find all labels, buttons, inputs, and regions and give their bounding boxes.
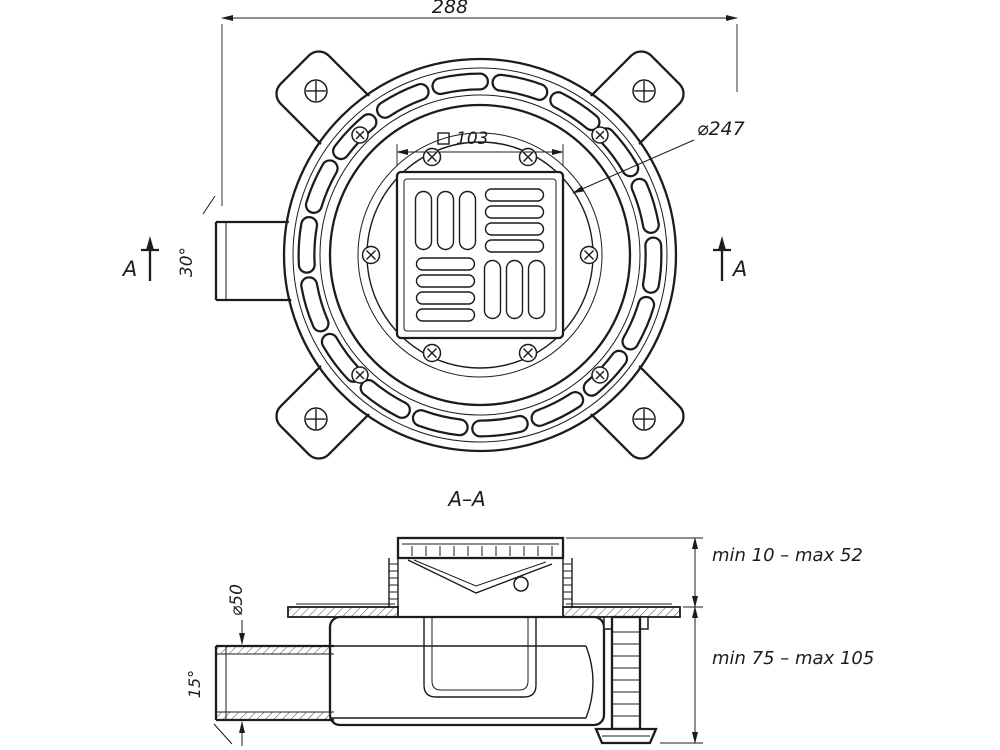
pipe-angle-15-label: 15° — [185, 670, 204, 698]
support-leg — [594, 615, 658, 745]
flange-circle-2 — [292, 67, 668, 443]
section-title: A–A — [446, 487, 485, 511]
flange-inner-bold-circle — [328, 103, 632, 407]
grate — [395, 170, 565, 340]
square-symbol — [437, 132, 450, 145]
dimension-body-height: min 75 – max 105 — [660, 606, 874, 744]
dim-min10-max52-label: min 10 – max 52 — [712, 545, 863, 566]
section-marker-right: A — [713, 236, 747, 281]
dim-103-label: 103 — [456, 129, 488, 149]
grate-screws — [361, 147, 599, 363]
grate-frame-circle-outer — [357, 132, 603, 378]
outlet-pipe-top — [202, 195, 300, 302]
dim-min75-max105-label: min 75 – max 105 — [712, 648, 874, 669]
pipe-angle-30-label: 30° — [177, 247, 197, 277]
dimension-overall-width: 288 — [221, 0, 738, 206]
section-marker-right-label: A — [731, 257, 747, 281]
dimension-grate-height: min 10 – max 52 — [566, 537, 863, 608]
dimension-pipe-diameter: ⌀50 — [227, 584, 247, 746]
trap-clip-detail — [513, 576, 529, 592]
dimension-grate-square: 103 — [396, 129, 564, 166]
dimension-flange-diameter: ⌀247 — [572, 118, 745, 194]
dim-288-label: 288 — [432, 0, 468, 18]
grate-section — [388, 536, 573, 608]
flange-section — [287, 603, 681, 618]
section-marker-left-label: A — [121, 257, 137, 281]
flange-outer-circle — [282, 57, 678, 453]
outlet-pipe-section — [213, 644, 334, 745]
section-marker-left: A — [121, 236, 159, 281]
dim-d50-label: ⌀50 — [227, 584, 247, 616]
flange-screws — [351, 126, 609, 384]
flange-slot-ring — [297, 72, 663, 438]
drain-body-section — [328, 615, 606, 727]
top-view: 288 103 ⌀247 30° A A — [121, 0, 747, 460]
flange-circle-3 — [319, 94, 641, 416]
dim-247-label: ⌀247 — [697, 118, 745, 140]
section-view: A–A — [185, 487, 874, 746]
